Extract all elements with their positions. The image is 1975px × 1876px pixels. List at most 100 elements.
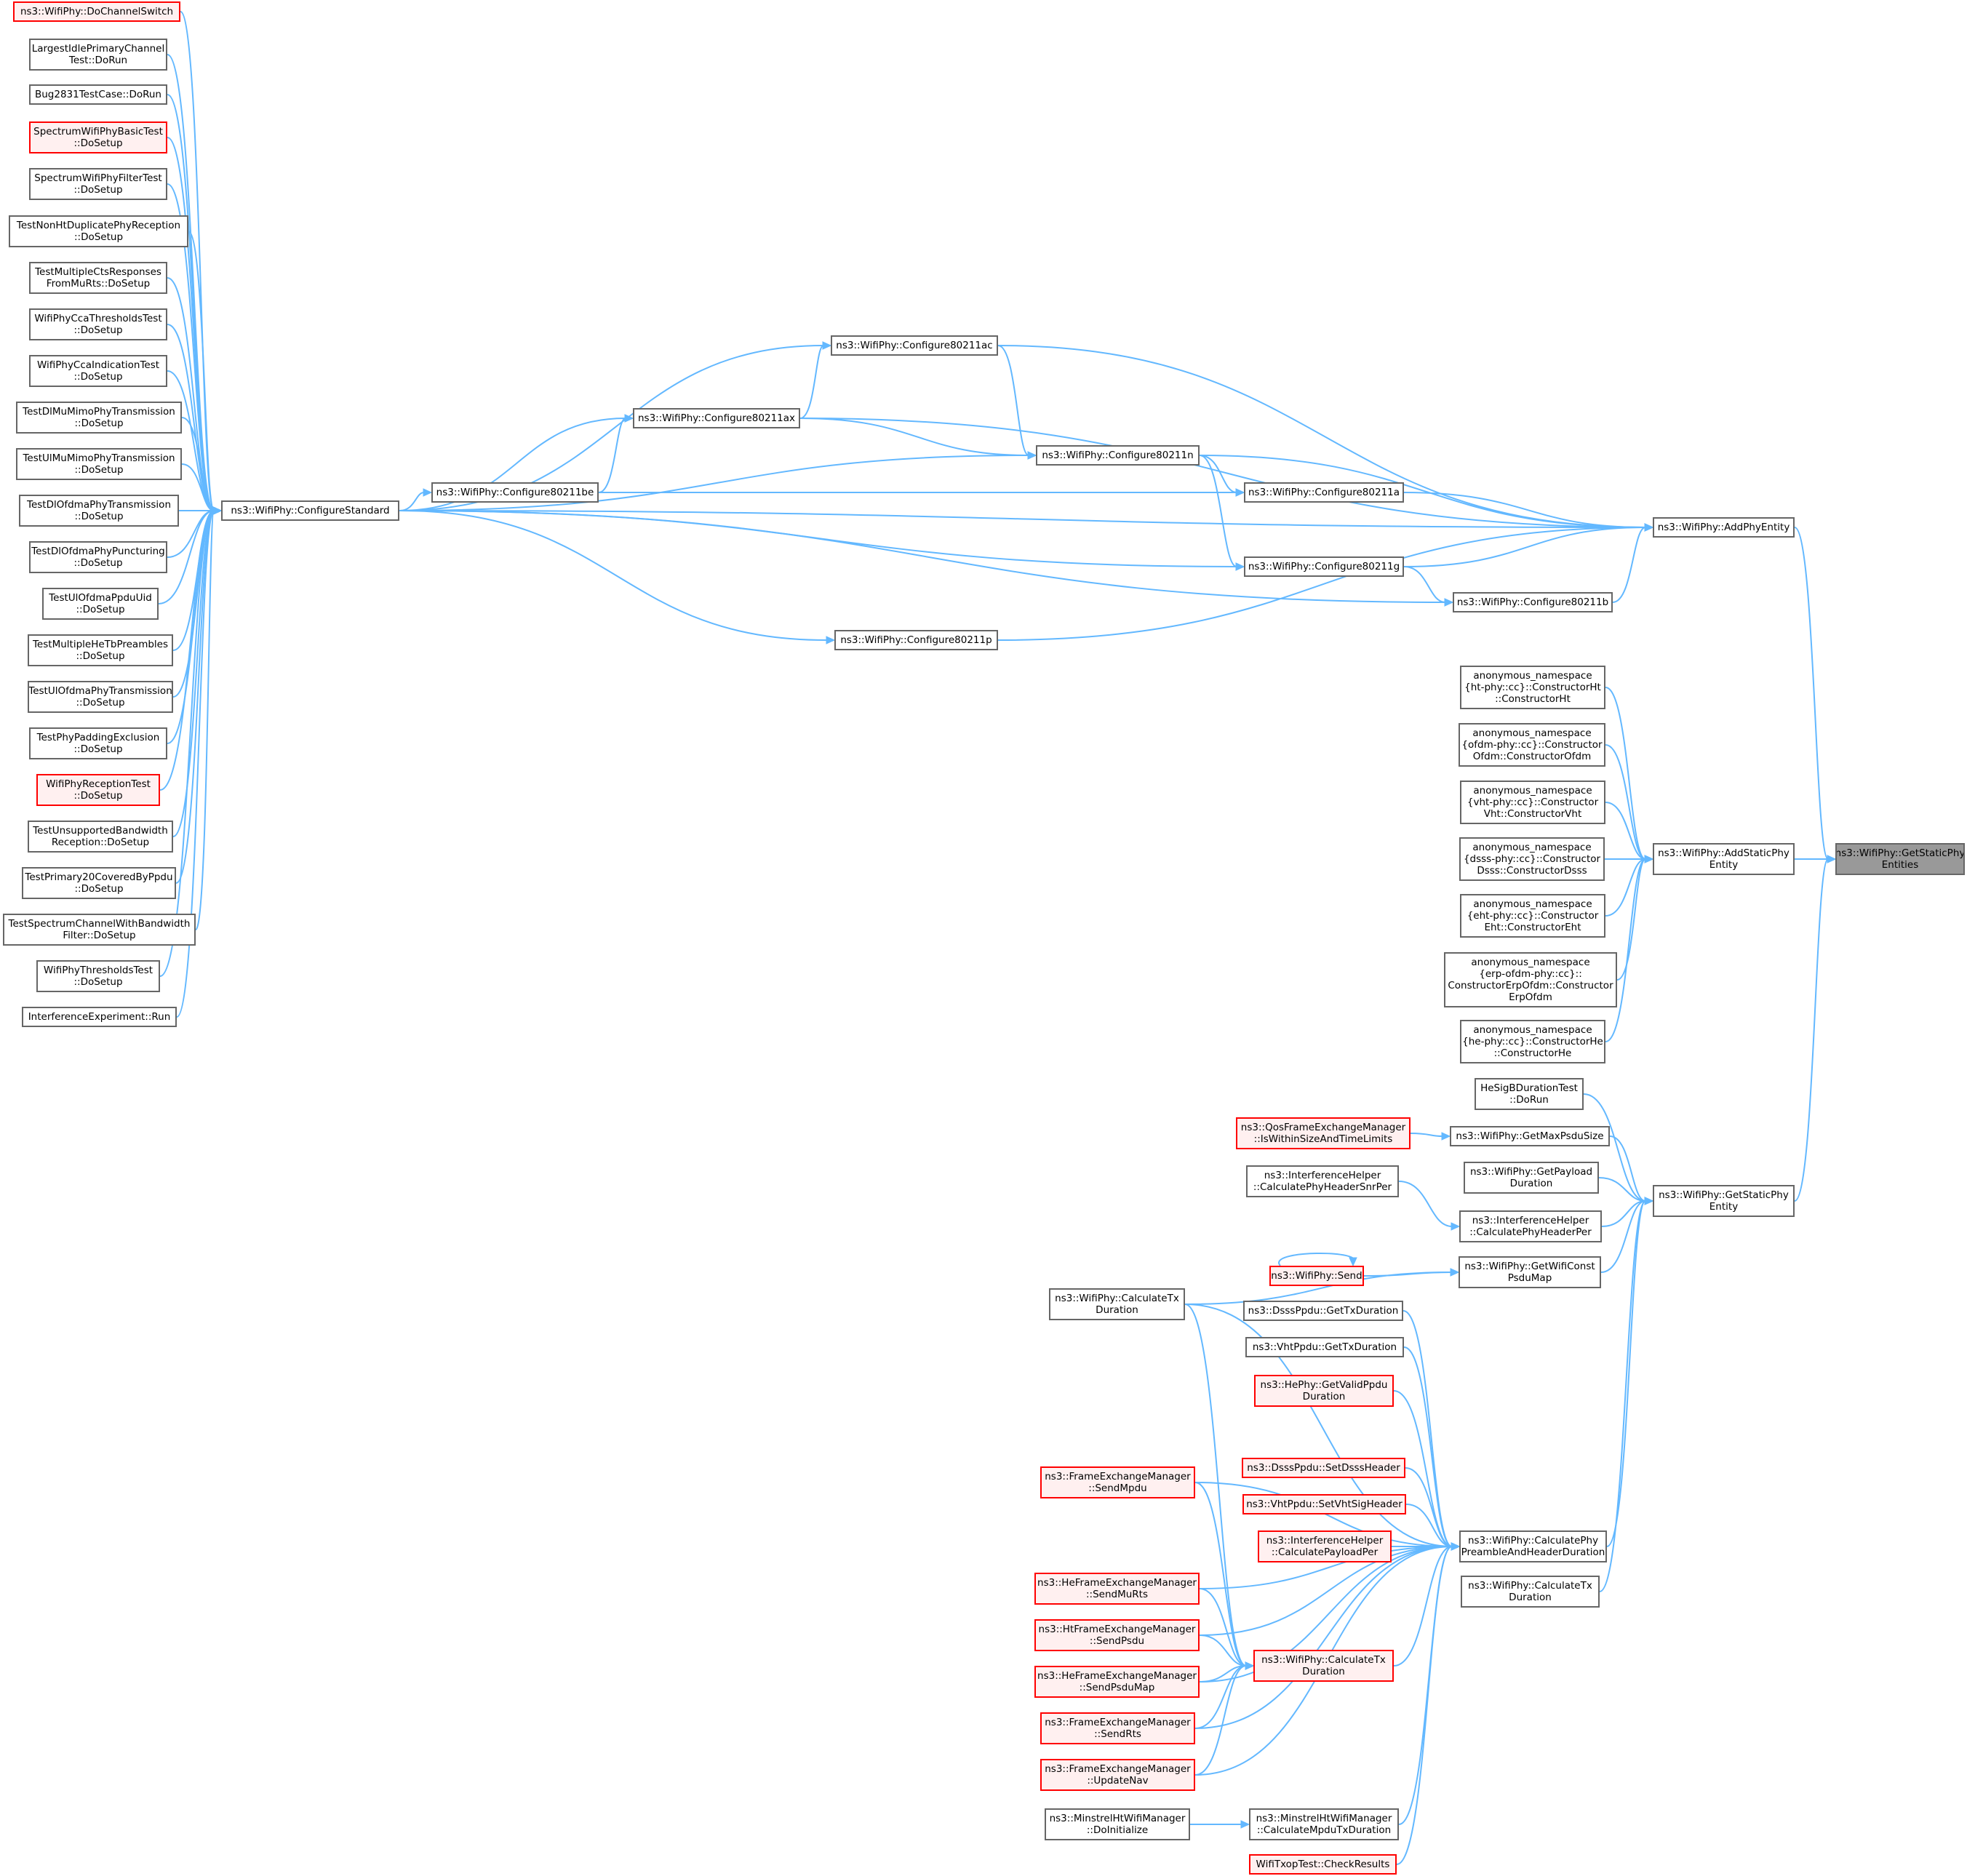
node-spectrum-basic[interactable]: SpectrumWifiPhyBasicTest::DoSetup [29, 121, 167, 153]
node-label-line: ErpOfdm [1509, 991, 1552, 1003]
node-c-80211ac[interactable]: ns3::WifiPhy::Configure80211ac [831, 335, 998, 356]
node-c-80211b[interactable]: ns3::WifiPhy::Configure80211b [1453, 592, 1613, 612]
node-vht-get-tx[interactable]: ns3::VhtPpdu::GetTxDuration [1245, 1337, 1404, 1357]
node-do-channel-switch[interactable]: ns3::WifiPhy::DoChannelSwitch [13, 1, 180, 22]
node-dl-ofdma-punct[interactable]: TestDlOfdmaPhyPuncturing::DoSetup [29, 541, 167, 573]
call-edge [1609, 1135, 1646, 1202]
call-edge [399, 510, 1446, 603]
node-label-line: TestDlOfdmaPhyTransmission [27, 499, 171, 511]
node-c-80211g[interactable]: ns3::WifiPhy::Configure80211g [1244, 556, 1404, 577]
node-fe-update-nav[interactable]: ns3::FrameExchangeManager::UpdateNav [1040, 1759, 1195, 1791]
node-label-line: ns3::WifiPhy::Configure80211a [1248, 487, 1400, 498]
node-ctor-eht[interactable]: anonymous_namespace{eht-phy::cc}::Constr… [1460, 894, 1605, 938]
node-label-line: ns3::QosFrameExchangeManager [1240, 1122, 1406, 1133]
node-configure-standard[interactable]: ns3::WifiPhy::ConfigureStandard [221, 500, 399, 521]
node-label-line: WifiTxopTest::CheckResults [1256, 1859, 1390, 1870]
node-label-line: ns3::FrameExchangeManager [1045, 1763, 1191, 1775]
node-ih-calc-header-per[interactable]: ns3::InterferenceHelper::CalculatePhyHea… [1459, 1210, 1602, 1242]
node-interference-run[interactable]: InterferenceExperiment::Run [22, 1007, 177, 1027]
node-ul-mu-mimo[interactable]: TestUlMuMimoPhyTransmission::DoSetup [16, 448, 182, 480]
node-label-line: TestUlOfdmaPhyTransmission [28, 685, 172, 697]
call-edge [1403, 1346, 1453, 1547]
edge-arrowhead [1644, 855, 1654, 863]
node-fe-send-mpdu[interactable]: ns3::FrameExchangeManager::SendMpdu [1040, 1466, 1195, 1498]
node-c-80211ax[interactable]: ns3::WifiPhy::Configure80211ax [633, 408, 800, 428]
node-spectrum-filter[interactable]: SpectrumWifiPhyFilterTest::DoSetup [29, 168, 167, 200]
node-label-line: ns3::FrameExchangeManager [1045, 1471, 1191, 1482]
node-vht-set-sig[interactable]: ns3::VhtPpdu::SetVhtSigHeader [1242, 1494, 1406, 1514]
node-ih-calc-snr-per[interactable]: ns3::InterferenceHelper::CalculatePhyHea… [1246, 1165, 1399, 1197]
node-dsss-set-header[interactable]: ns3::DsssPpdu::SetDsssHeader [1242, 1458, 1405, 1478]
node-dl-ofdma[interactable]: TestDlOfdmaPhyTransmission::DoSetup [19, 495, 179, 527]
node-he-sig-b[interactable]: HeSigBDurationTest::DoRun [1475, 1078, 1584, 1110]
node-c-80211a[interactable]: ns3::WifiPhy::Configure80211a [1244, 482, 1404, 503]
call-edge [1194, 1665, 1247, 1776]
node-c-80211n[interactable]: ns3::WifiPhy::Configure80211n [1036, 445, 1200, 466]
call-edge [1199, 1588, 1247, 1667]
node-primary-20[interactable]: TestPrimary20CoveredByPpdu::DoSetup [22, 867, 176, 899]
node-c-80211p[interactable]: ns3::WifiPhy::Configure80211p [834, 630, 998, 650]
node-get-max-psdu[interactable]: ns3::WifiPhy::GetMaxPsduSize [1450, 1126, 1610, 1146]
node-phy-thresholds[interactable]: WifiPhyThresholdsTest::DoSetup [36, 960, 160, 992]
node-fe-send-rts[interactable]: ns3::FrameExchangeManager::SendRts [1040, 1712, 1195, 1744]
node-dl-mu-mimo[interactable]: TestDlMuMimoPhyTransmission::DoSetup [16, 402, 182, 434]
node-add-phy-entity[interactable]: ns3::WifiPhy::AddPhyEntity [1653, 517, 1795, 538]
node-label-line: Entity [1709, 1201, 1739, 1213]
node-minstrel-calc-mpdu[interactable]: ns3::MinstrelHtWifiManager::CalculateMpd… [1249, 1808, 1399, 1840]
node-ul-ofdma-ppdu[interactable]: TestUlOfdmaPpduUid::DoSetup [42, 588, 159, 620]
node-ctor-dsss[interactable]: anonymous_namespace{dsss-phy::cc}::Const… [1459, 837, 1605, 881]
node-ctor-ht[interactable]: anonymous_namespace{ht-phy::cc}::Constru… [1460, 666, 1605, 709]
node-label-line: ns3::WifiPhy::Configure80211p [840, 634, 992, 646]
node-he-send-mu-rts[interactable]: ns3::HeFrameExchangeManager::SendMuRts [1034, 1573, 1200, 1605]
node-ctor-ofdm[interactable]: anonymous_namespace{ofdm-phy::cc}::Const… [1459, 723, 1605, 767]
node-phy-padding[interactable]: TestPhyPaddingExclusion::DoSetup [29, 727, 167, 759]
node-send[interactable]: ns3::WifiPhy::Send [1269, 1266, 1364, 1286]
node-qos-within[interactable]: ns3::QosFrameExchangeManager::IsWithinSi… [1236, 1117, 1411, 1149]
node-ih-calc-payload-per[interactable]: ns3::InterferenceHelper::CalculatePayloa… [1258, 1530, 1392, 1562]
node-label-line: TestDlMuMimoPhyTransmission [23, 406, 175, 418]
node-dsss-get-tx[interactable]: ns3::DsssPpdu::GetTxDuration [1243, 1301, 1403, 1321]
edge-arrowhead [1240, 1820, 1250, 1829]
node-bug-2831[interactable]: Bug2831TestCase::DoRun [29, 84, 167, 105]
node-txop-check[interactable]: WifiTxopTest::CheckResults [1249, 1854, 1397, 1875]
node-label-line: ns3::WifiPhy::Configure80211ax [637, 412, 796, 424]
node-ht-send-psdu[interactable]: ns3::HtFrameExchangeManager::SendPsdu [1034, 1619, 1200, 1651]
node-c-80211be[interactable]: ns3::WifiPhy::Configure80211be [431, 482, 599, 503]
node-ctor-erp-ofdm[interactable]: anonymous_namespace{erp-ofdm-phy::cc}::C… [1444, 952, 1617, 1007]
node-multiple-he-tb[interactable]: TestMultipleHeTbPreambles::DoSetup [28, 634, 173, 666]
call-edge [1199, 455, 1237, 567]
node-label-line: ::ConstructorHe [1493, 1047, 1572, 1059]
node-minstrel-do-init[interactable]: ns3::MinstrelHtWifiManager::DoInitialize [1045, 1808, 1190, 1840]
node-test-non-ht[interactable]: TestNonHtDuplicatePhyReception::DoSetup [9, 215, 188, 247]
node-ul-ofdma-tx[interactable]: TestUlOfdmaPhyTransmission::DoSetup [28, 681, 173, 713]
node-he-send-psdu-map[interactable]: ns3::HeFrameExchangeManager::SendPsduMap [1034, 1666, 1200, 1698]
node-cca-indication[interactable]: WifiPhyCcaIndicationTest::DoSetup [29, 355, 167, 387]
node-phy-reception[interactable]: WifiPhyReceptionTest::DoSetup [36, 774, 160, 806]
call-edge [1199, 455, 1646, 528]
edge-arrowhead [1441, 1132, 1451, 1141]
call-edge [1605, 858, 1646, 917]
node-label-line: ::CalculatePhyHeaderPer [1469, 1226, 1592, 1238]
node-ctor-he[interactable]: anonymous_namespace{he-phy::cc}::Constru… [1460, 1020, 1605, 1063]
node-cca-thresholds[interactable]: WifiPhyCcaThresholdsTest::DoSetup [29, 308, 167, 340]
node-label-line: ::CalculateMpduTxDuration [1256, 1824, 1392, 1836]
call-edge [799, 418, 1029, 456]
call-edge [1194, 1482, 1247, 1667]
call-edge [1396, 1546, 1453, 1865]
node-ctor-vht[interactable]: anonymous_namespace{vht-phy::cc}::Constr… [1460, 781, 1605, 824]
call-edge [1794, 527, 1829, 860]
